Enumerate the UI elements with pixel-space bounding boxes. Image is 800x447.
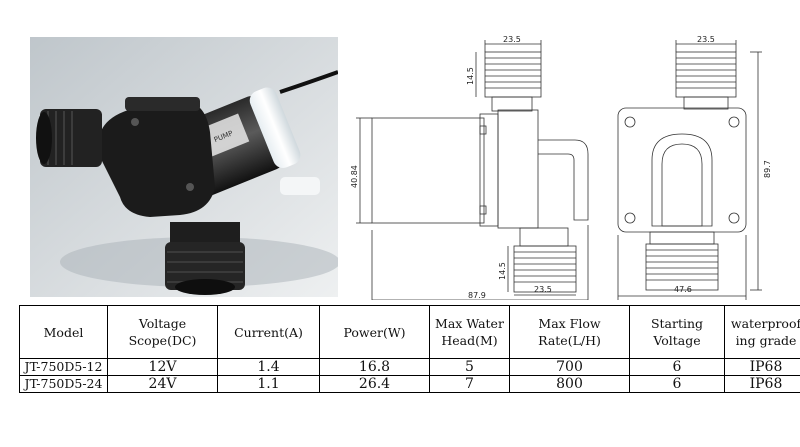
cell-max-flow: 700 — [509, 358, 630, 376]
dim-side-inlet-width: 23.5 — [534, 285, 552, 294]
cell-starting-voltage: 6 — [629, 358, 725, 376]
front-view-drawing: 23.5 89.7 47.6 — [617, 35, 772, 300]
cell-waterproof-grade: IP68 — [724, 358, 800, 376]
cell-waterproof-grade: IP68 — [724, 375, 800, 393]
pump-photo: PUMP — [30, 37, 338, 297]
dim-side-total-length: 87.9 — [468, 291, 486, 300]
cell-current: 1.1 — [217, 375, 320, 393]
cell-current: 1.4 — [217, 358, 320, 376]
dim-front-outlet-width: 23.5 — [697, 35, 715, 44]
table-row: JT-750D5-24 24V 1.1 26.4 7 800 6 IP68 — [19, 375, 800, 393]
cell-max-head: 7 — [429, 375, 510, 393]
dim-side-thread-bottom: 14.5 — [498, 262, 507, 280]
cell-power: 26.4 — [319, 375, 430, 393]
dim-front-total-height: 89.7 — [763, 160, 772, 178]
table-row: JT-750D5-12 12V 1.4 16.8 5 700 6 IP68 — [19, 358, 800, 376]
cell-max-head: 5 — [429, 358, 510, 376]
cell-model: JT-750D5-24 — [19, 375, 108, 393]
cell-power: 16.8 — [319, 358, 430, 376]
dim-side-body-height: 40.84 — [350, 165, 359, 188]
side-view-drawing: 23.5 14.5 40.84 14.5 23.5 87.9 — [350, 35, 589, 300]
dim-side-outlet-width: 23.5 — [503, 35, 521, 44]
cell-max-flow: 800 — [509, 375, 630, 393]
cell-voltage: 24V — [107, 375, 218, 393]
cell-starting-voltage: 6 — [629, 375, 725, 393]
dim-side-thread-top: 14.5 — [466, 67, 475, 85]
dim-front-body-width: 47.6 — [674, 285, 692, 294]
header-current: Current(A) — [217, 305, 320, 359]
header-power: Power(W) — [319, 305, 430, 359]
cell-model: JT-750D5-12 — [19, 358, 108, 376]
cell-voltage: 12V — [107, 358, 218, 376]
header-model: Model — [19, 305, 108, 359]
